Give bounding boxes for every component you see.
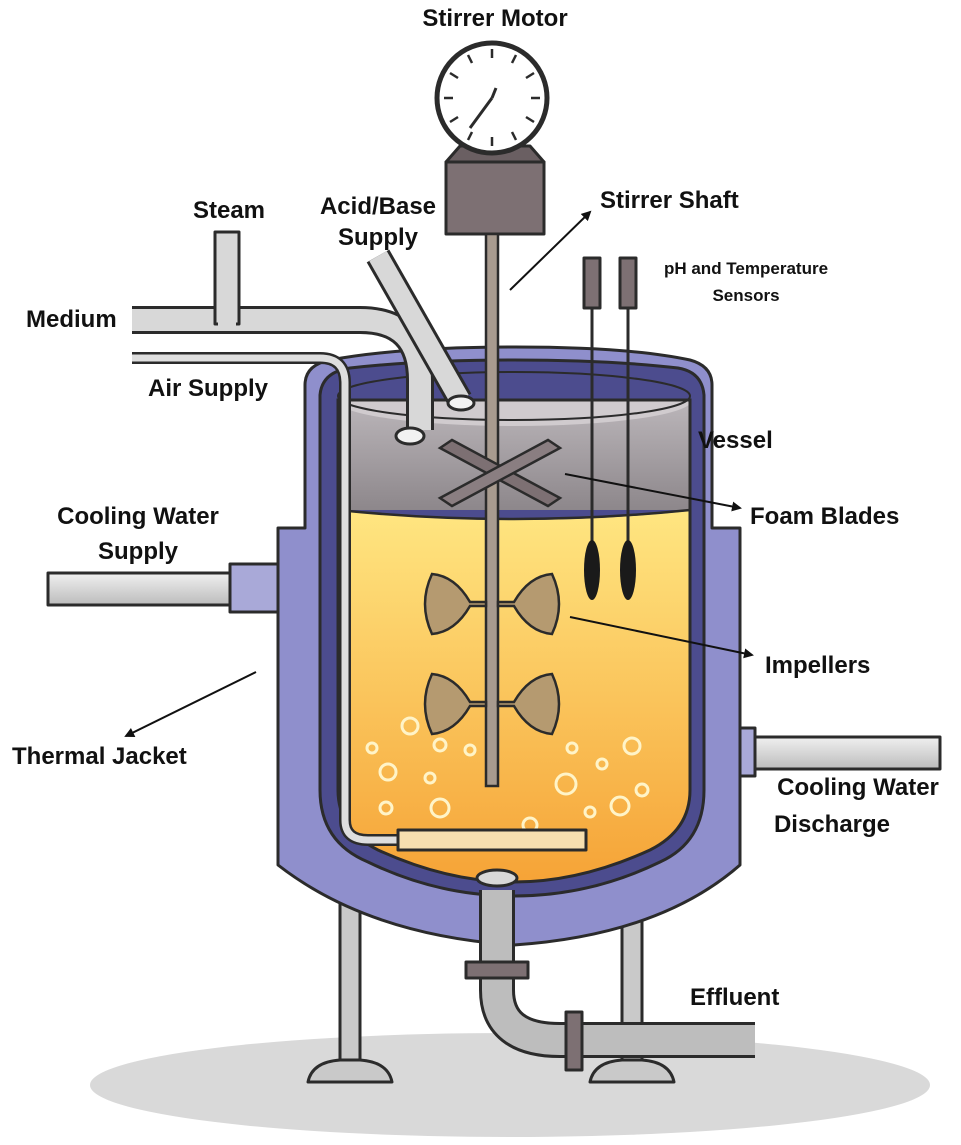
label-cooling-water-supply-line1: Cooling Water <box>57 503 219 530</box>
sparger <box>396 828 588 852</box>
label-foam-blades: Foam Blades <box>750 503 899 530</box>
impellers <box>423 572 561 736</box>
stirrer-motor <box>434 40 550 236</box>
ph-temperature-sensors <box>582 256 638 600</box>
stirrer-shaft <box>484 232 500 788</box>
label-cooling-water-discharge-line2: Discharge <box>774 811 890 838</box>
label-medium: Medium <box>26 306 117 333</box>
ground-shadow <box>90 1033 930 1137</box>
label-air-supply: Air Supply <box>148 375 269 402</box>
foam-blades <box>437 438 563 508</box>
label-ph-temp-line1: pH and Temperature <box>664 259 828 278</box>
label-acid-base-line2: Supply <box>338 224 419 251</box>
effluent-pipe <box>464 868 755 1072</box>
medium-pipe <box>132 306 434 446</box>
label-vessel: Vessel <box>698 427 773 454</box>
steam-pipe <box>213 230 241 330</box>
label-effluent: Effluent <box>690 984 779 1011</box>
cooling-water-supply-pipe <box>46 562 282 614</box>
air-supply-pipe <box>132 352 588 852</box>
label-steam: Steam <box>193 197 265 224</box>
leader-arrows <box>124 210 754 737</box>
label-ph-temp-line2: Sensors <box>712 286 779 305</box>
acid-base-supply-tube <box>366 249 476 412</box>
label-stirrer-shaft: Stirrer Shaft <box>600 187 739 214</box>
label-impellers: Impellers <box>765 652 870 679</box>
label-acid-base-line1: Acid/Base <box>320 193 436 220</box>
label-thermal-jacket: Thermal Jacket <box>12 743 187 770</box>
label-cooling-water-discharge-line1: Cooling Water <box>777 774 939 801</box>
label-cooling-water-supply-line2: Supply <box>98 538 179 565</box>
label-stirrer-motor: Stirrer Motor <box>422 5 567 32</box>
